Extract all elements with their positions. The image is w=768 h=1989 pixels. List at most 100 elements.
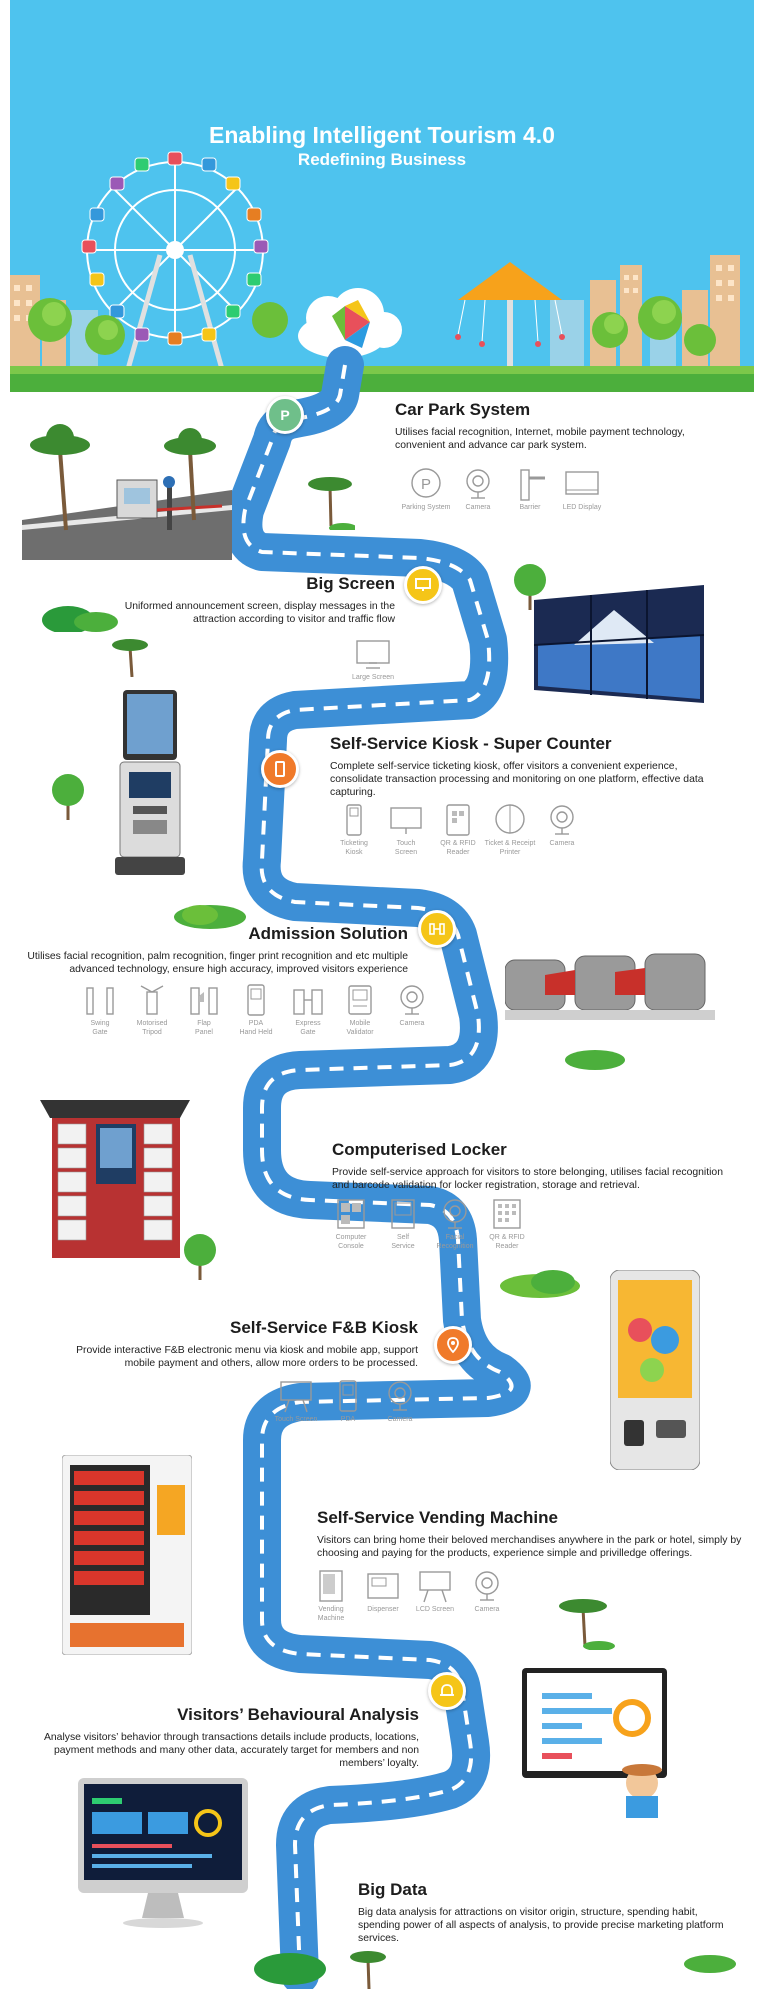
admission-badge xyxy=(418,910,456,948)
vending-section: Self-Service Vending Machine Visitors ca… xyxy=(317,1508,762,1560)
icon-label: Computer Console xyxy=(335,1234,367,1250)
decor-bush-1 xyxy=(42,606,118,632)
behaviour-section: Visitors’ Behavioural Analysis Analyse v… xyxy=(14,1705,419,1770)
icon-item: Express Gate xyxy=(282,982,334,1037)
icon-item: LED Display xyxy=(556,466,608,513)
icon-label: Parking System xyxy=(401,504,451,511)
qr-reader-icon xyxy=(493,1199,521,1229)
icon-label: Camera xyxy=(465,504,491,511)
decor-bush-6 xyxy=(684,1955,736,1973)
section-title: Self-Service F&B Kiosk xyxy=(229,1318,418,1337)
big-screen-icons: Large Screen xyxy=(347,636,399,683)
locker-section: Computerised Locker Provide self-service… xyxy=(332,1140,737,1192)
vending-icons: Vending Machine Dispenser LCD Screen Cam… xyxy=(305,1568,513,1623)
pda-icon xyxy=(339,1380,357,1412)
parking-letter: P xyxy=(280,407,290,423)
icon-item: Computer Console xyxy=(325,1196,377,1251)
hero-title: Enabling Intelligent Tourism 4.0 xyxy=(209,122,555,148)
express-gate-icon xyxy=(293,989,323,1015)
section-description: Utilises facial recognition, Internet, m… xyxy=(395,427,685,451)
section-title: Self-Service Vending Machine xyxy=(317,1508,558,1527)
large-screen-icon xyxy=(356,640,390,669)
icon-item: Camera xyxy=(386,982,438,1037)
touch-screen-icon xyxy=(390,807,422,834)
facial-recognition-icon xyxy=(443,1199,467,1229)
bigdata-section: Big Data Big data analysis for attractio… xyxy=(358,1880,728,1945)
bell-icon xyxy=(440,1684,454,1696)
kiosk-icon xyxy=(275,761,285,777)
section-description: Provide interactive F&B electronic menu … xyxy=(76,1345,418,1369)
icon-item: Dispenser xyxy=(357,1568,409,1623)
icon-label: QR & RFID Reader xyxy=(440,840,476,856)
section-description: Visitors can bring home their beloved me… xyxy=(317,1535,742,1559)
locker-picture xyxy=(40,1100,190,1258)
pda-icon xyxy=(247,984,265,1016)
icon-item: Facial Recognition xyxy=(429,1196,481,1251)
decor-bush-2 xyxy=(174,905,246,929)
car-park-icons: P Parking System Camera Barrier LED Disp… xyxy=(400,466,608,513)
section-title: Computerised Locker xyxy=(332,1140,507,1159)
monitor-icon xyxy=(415,578,431,591)
decor-palm-3 xyxy=(559,1599,615,1650)
icon-item: LCD Screen xyxy=(409,1568,461,1623)
car-park-picture xyxy=(22,424,232,560)
icon-item: Vending Machine xyxy=(305,1568,357,1623)
vending-icon xyxy=(319,1570,343,1602)
icon-item: PDA Hand Held xyxy=(230,982,282,1037)
swing-gate-icon xyxy=(86,987,114,1015)
printer-icon xyxy=(495,804,525,834)
icon-label: Large Screen xyxy=(351,674,395,681)
behaviour-badge xyxy=(428,1672,466,1710)
admission-icons: Swing Gate Motorised Tripod Flap Panel P… xyxy=(74,982,438,1037)
icon-label: Ticket & Receipt Printer xyxy=(484,840,536,856)
decor-bush-3 xyxy=(565,1050,625,1070)
section-title: Big Screen xyxy=(306,574,395,593)
icon-item: Motorised Tripod xyxy=(126,982,178,1037)
icon-label: QR & RFID Reader xyxy=(489,1234,525,1250)
section-description: Provide self-service approach for visito… xyxy=(332,1167,723,1191)
icon-label: Flap Panel xyxy=(195,1020,213,1036)
icon-item: Touch Screen xyxy=(380,802,432,857)
locker-icons: Computer Console Self Service Facial Rec… xyxy=(325,1196,533,1251)
section-title: Big Data xyxy=(358,1880,427,1899)
icon-item: Mobile Validator xyxy=(334,982,386,1037)
camera-icon xyxy=(475,1571,499,1601)
self-service-icon xyxy=(391,1199,415,1229)
camera-icon xyxy=(466,469,490,499)
section-title: Visitors’ Behavioural Analysis xyxy=(177,1705,419,1724)
icon-label: LED Display xyxy=(562,504,602,511)
section-description: Big data analysis for attractions on vis… xyxy=(358,1907,724,1944)
analytics-display-picture xyxy=(522,1668,667,1818)
video-wall-picture xyxy=(534,585,704,703)
decor-tree-1 xyxy=(514,564,546,610)
camera-icon xyxy=(388,1381,412,1411)
console-icon xyxy=(337,1199,365,1229)
fnb-kiosk-picture xyxy=(610,1270,700,1470)
decor-bush-4 xyxy=(500,1270,580,1298)
decor-tree-3 xyxy=(184,1234,216,1280)
big-screen-section: Big Screen Uniformed announcement screen… xyxy=(120,574,395,626)
kiosk-badge xyxy=(261,750,299,788)
ticketing-kiosk-icon xyxy=(346,804,362,836)
decor-palm-2 xyxy=(308,477,355,530)
icon-item: Touch Screen xyxy=(270,1378,322,1425)
icon-label: Touch Screen xyxy=(394,840,418,856)
icon-item: Self Service xyxy=(377,1196,429,1251)
icon-label: Vending Machine xyxy=(317,1606,345,1622)
fnb-icons: Touch Screen PDA Camera xyxy=(270,1378,426,1425)
icon-item: Ticket & Receipt Printer xyxy=(484,802,536,857)
tripod-icon xyxy=(140,985,164,1015)
mobile-validator-icon xyxy=(348,985,372,1015)
icon-item: PDA xyxy=(322,1378,374,1425)
decor-bush-5 xyxy=(254,1953,326,1985)
camera-icon xyxy=(550,805,574,835)
icon-label: Dispenser xyxy=(367,1606,399,1613)
icon-label: Motorised Tripod xyxy=(136,1020,168,1036)
imac-dashboard-picture xyxy=(78,1778,248,1928)
section-description: Uniformed announcement screen, display m… xyxy=(124,601,395,625)
icon-item: P Parking System xyxy=(400,466,452,513)
decor-palm-4 xyxy=(350,1951,386,1989)
icon-item: Camera xyxy=(452,466,504,513)
icon-label: PDA Hand Held xyxy=(239,1020,273,1036)
